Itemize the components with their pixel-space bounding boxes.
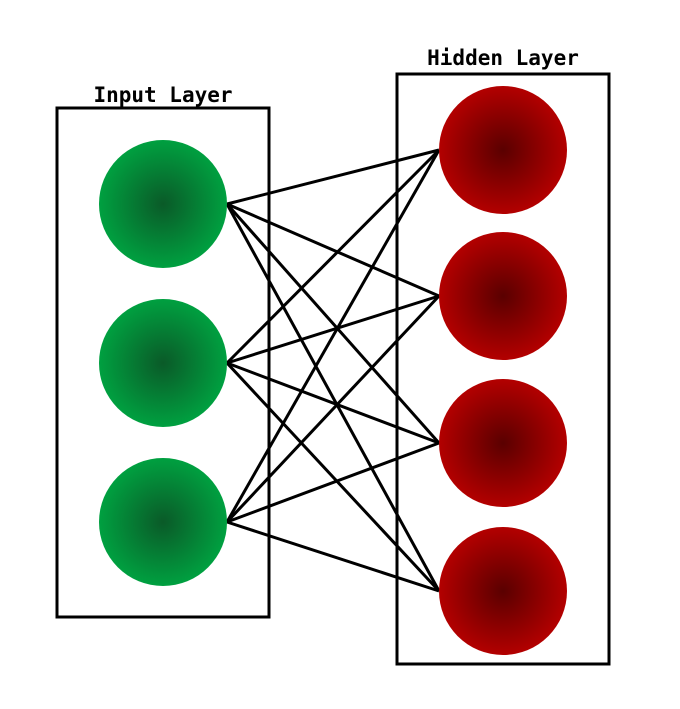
connection-input-1-hidden-2 [226,202,440,298]
input-node-3 [99,458,227,586]
hidden-layer-title: Hidden Layer [427,46,579,70]
hidden-layer-box [395,72,611,666]
connection-input-3-hidden-2 [225,294,441,524]
connection-input-3-hidden-3 [226,441,440,524]
connections [225,148,441,593]
input-node-1 [99,140,227,268]
connection-input-1-hidden-1 [226,148,440,206]
hidden-node-3 [439,379,567,507]
connection-input-2-hidden-4 [225,361,441,593]
hidden-node-2 [439,232,567,360]
connection-input-1-hidden-4 [225,203,441,592]
connection-input-2-hidden-1 [225,148,441,365]
input-layer-title: Input Layer [93,83,232,107]
connection-input-2-hidden-2 [226,294,440,365]
hidden-node-4 [439,527,567,655]
input-node-2 [99,299,227,427]
connection-input-3-hidden-1 [225,149,441,523]
hidden-nodes [439,86,567,655]
connection-input-1-hidden-3 [225,203,441,444]
connection-input-2-hidden-3 [226,361,440,445]
hidden-node-1 [439,86,567,214]
connection-input-3-hidden-4 [226,520,440,593]
input-layer-box [55,106,271,619]
input-nodes [99,140,227,586]
